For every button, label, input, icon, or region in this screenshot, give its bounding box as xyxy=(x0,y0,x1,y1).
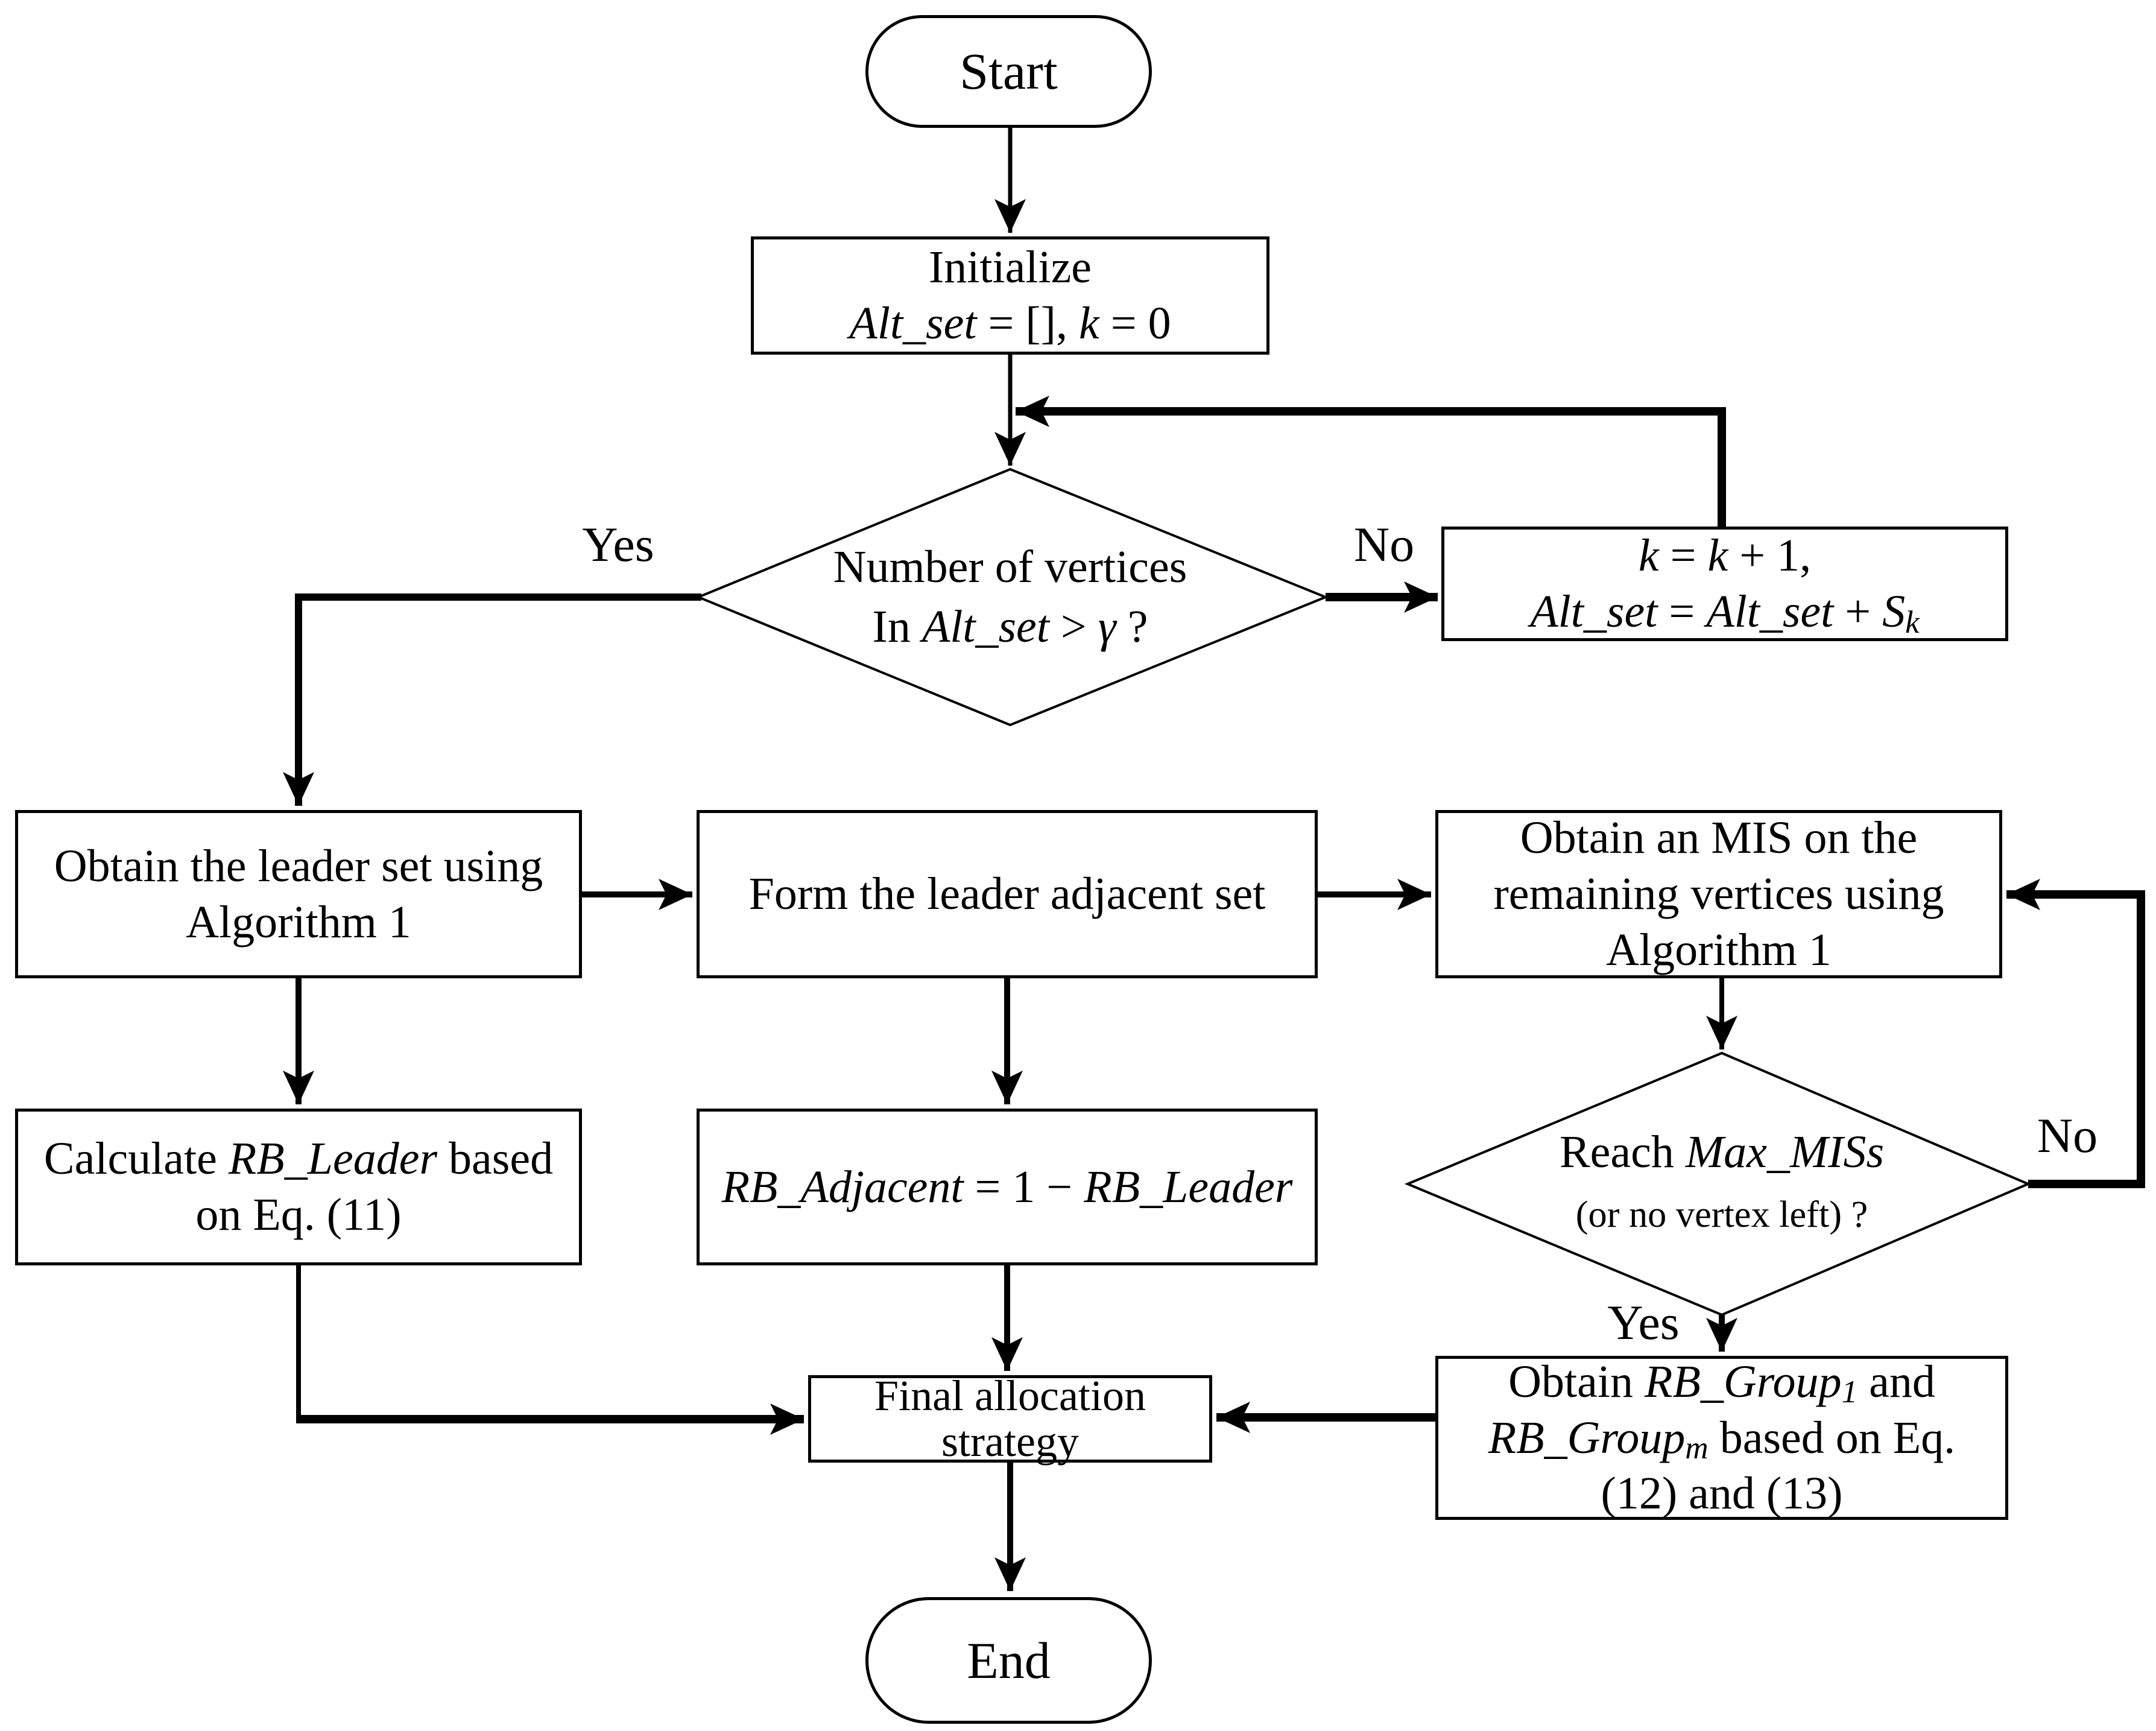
text-part: = [], xyxy=(976,298,1079,349)
text-part: Alt_set xyxy=(1530,586,1658,637)
text-part: Alt_set xyxy=(1706,586,1834,637)
increment-k-process: k = k + 1, Alt_set = Alt_set + Sk xyxy=(1441,527,2008,641)
text-part: on Eq. (11) xyxy=(195,1189,402,1240)
text-part: remaining vertices using xyxy=(1493,869,1944,920)
node-text: RB_Groupm based on Eq. xyxy=(1488,1410,1955,1466)
label-no-max-miss: No xyxy=(2037,1108,2098,1163)
text-part: Max_MISs xyxy=(1685,1127,1885,1178)
text-part: End xyxy=(967,1631,1051,1689)
node-text: Final allocation xyxy=(874,1373,1146,1419)
text-part: Initialize xyxy=(928,242,1092,293)
text-part: k xyxy=(1707,530,1728,581)
text-part: Obtain an MIS on the xyxy=(1520,812,1918,864)
adjacent-set-process: Form the leader adjacent set xyxy=(697,810,1318,978)
text-part: Alt_set xyxy=(922,601,1049,652)
label-yes-max-miss: Yes xyxy=(1607,1295,1680,1350)
text-part: k xyxy=(1078,298,1099,349)
leader-set-process: Obtain the leader set using Algorithm 1 xyxy=(15,810,582,978)
edge-yes-to-leader-set xyxy=(283,593,701,806)
text-part: based xyxy=(437,1133,554,1185)
text-part: Algorithm 1 xyxy=(186,896,411,948)
vertex-count-decision-text: Number of vertices In Alt_set > γ ? xyxy=(754,501,1266,694)
edge-loopback-increment-k xyxy=(1016,396,1726,528)
initialize-process: Initialize Alt_set = [], k = 0 xyxy=(751,236,1269,355)
text-part: Obtain xyxy=(1508,1356,1645,1407)
node-text: Initialize xyxy=(929,239,1092,296)
text-part: + xyxy=(1833,586,1883,637)
node-text: Calculate RB_Leader based xyxy=(44,1131,553,1187)
text-part: RB_Leader xyxy=(1084,1161,1293,1212)
text-part: + 1, xyxy=(1728,530,1812,581)
text-part: RB_Group xyxy=(1645,1356,1842,1407)
rb-leader-process: Calculate RB_Leader based on Eq. (11) xyxy=(15,1109,582,1265)
node-text: End xyxy=(967,1629,1051,1692)
max-miss-decision-text: Reach Max_MISs (or no vertex left) ? xyxy=(1450,1083,1993,1282)
node-text: Alt_set = Alt_set + Sk xyxy=(1530,584,1920,640)
text-part: 1 xyxy=(1841,1374,1858,1410)
text-part: S xyxy=(1882,586,1906,637)
text-part: RB_Leader xyxy=(228,1133,438,1185)
text-part: = 1 − xyxy=(963,1161,1084,1212)
final-allocation-process: Final allocation strategy xyxy=(808,1373,1212,1465)
text-part: In xyxy=(872,601,922,652)
text-part: k xyxy=(1638,530,1659,581)
text-part: Obtain the leader set using xyxy=(54,840,543,891)
text-part: based on Eq. xyxy=(1708,1412,1956,1463)
rb-adjacent-process: RB_Adjacent = 1 − RB_Leader xyxy=(697,1109,1318,1265)
node-text: (12) and (13) xyxy=(1601,1466,1843,1522)
end-terminator: End xyxy=(865,1597,1152,1724)
text-part: Start xyxy=(959,42,1058,101)
text-part: (12) and (13) xyxy=(1601,1468,1843,1519)
text-part: > xyxy=(1049,601,1098,652)
node-text: (or no vertex left) ? xyxy=(1576,1182,1868,1242)
text-part: and xyxy=(1857,1356,1935,1407)
node-text: Algorithm 1 xyxy=(186,894,411,951)
rb-group-process: Obtain RB_Group1 and RB_Groupm based on … xyxy=(1435,1356,2008,1520)
text-part: RB_Group xyxy=(1488,1412,1686,1463)
node-text: strategy xyxy=(941,1419,1079,1465)
node-text: Algorithm 1 xyxy=(1606,922,1832,978)
node-text: Number of vertices xyxy=(833,537,1187,597)
text-part: Number of vertices xyxy=(833,542,1187,593)
node-text: Reach Max_MISs xyxy=(1560,1122,1884,1182)
node-text: RB_Adjacent = 1 − RB_Leader xyxy=(722,1159,1293,1215)
text-part: Reach xyxy=(1559,1127,1686,1178)
text-part: Final allocation xyxy=(874,1371,1146,1420)
label-no-vertex-count: No xyxy=(1353,517,1415,572)
text-part: = 0 xyxy=(1099,298,1171,349)
node-text: k = k + 1, xyxy=(1639,528,1811,584)
node-text: In Alt_set > γ ? xyxy=(873,597,1148,657)
text-part: = xyxy=(1657,586,1707,637)
node-text: Form the leader adjacent set xyxy=(749,866,1266,922)
node-text: Obtain the leader set using xyxy=(54,838,543,894)
text-part: Form the leader adjacent set xyxy=(748,869,1266,920)
node-text: Obtain an MIS on the xyxy=(1520,810,1918,866)
node-text: Start xyxy=(959,40,1057,103)
text-part: Calculate xyxy=(43,1133,229,1185)
node-text: remaining vertices using xyxy=(1493,866,1944,922)
text-part: m xyxy=(1685,1430,1709,1466)
text-part: (or no vertex left) ? xyxy=(1575,1194,1868,1235)
text-part: Alt_set xyxy=(849,298,977,349)
node-text: Obtain RB_Group1 and xyxy=(1508,1354,1935,1410)
label-yes-vertex-count: Yes xyxy=(582,517,654,572)
text-part: Algorithm 1 xyxy=(1606,924,1832,975)
mis-process: Obtain an MIS on the remaining vertices … xyxy=(1435,810,2002,978)
node-text: on Eq. (11) xyxy=(195,1187,401,1243)
text-part: RB_Adjacent xyxy=(721,1161,964,1212)
text-part: = xyxy=(1658,530,1708,581)
text-part: ? xyxy=(1116,601,1148,652)
decision-vertex-count-shape xyxy=(695,467,1329,727)
start-terminator: Start xyxy=(865,15,1152,128)
node-text: Alt_set = [], k = 0 xyxy=(849,296,1171,352)
text-part: k xyxy=(1905,604,1920,640)
text-part: strategy xyxy=(941,1417,1079,1466)
text-part: γ xyxy=(1098,601,1116,652)
edge-no-loop-to-mis xyxy=(2006,879,2145,1188)
